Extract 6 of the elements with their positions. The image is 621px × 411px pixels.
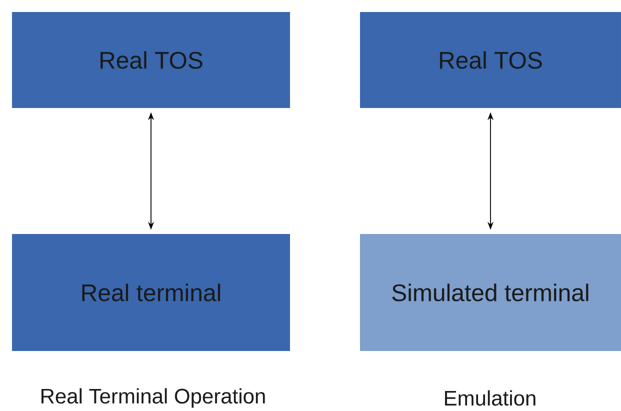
process-box: Real TOS <box>12 12 290 108</box>
process-box: Real terminal <box>12 234 290 351</box>
process-box: Real TOS <box>360 12 621 108</box>
process-box: Simulated terminal <box>360 234 621 351</box>
caption: Emulation <box>445 390 536 406</box>
caption: Real Terminal Operation <box>42 388 265 408</box>
